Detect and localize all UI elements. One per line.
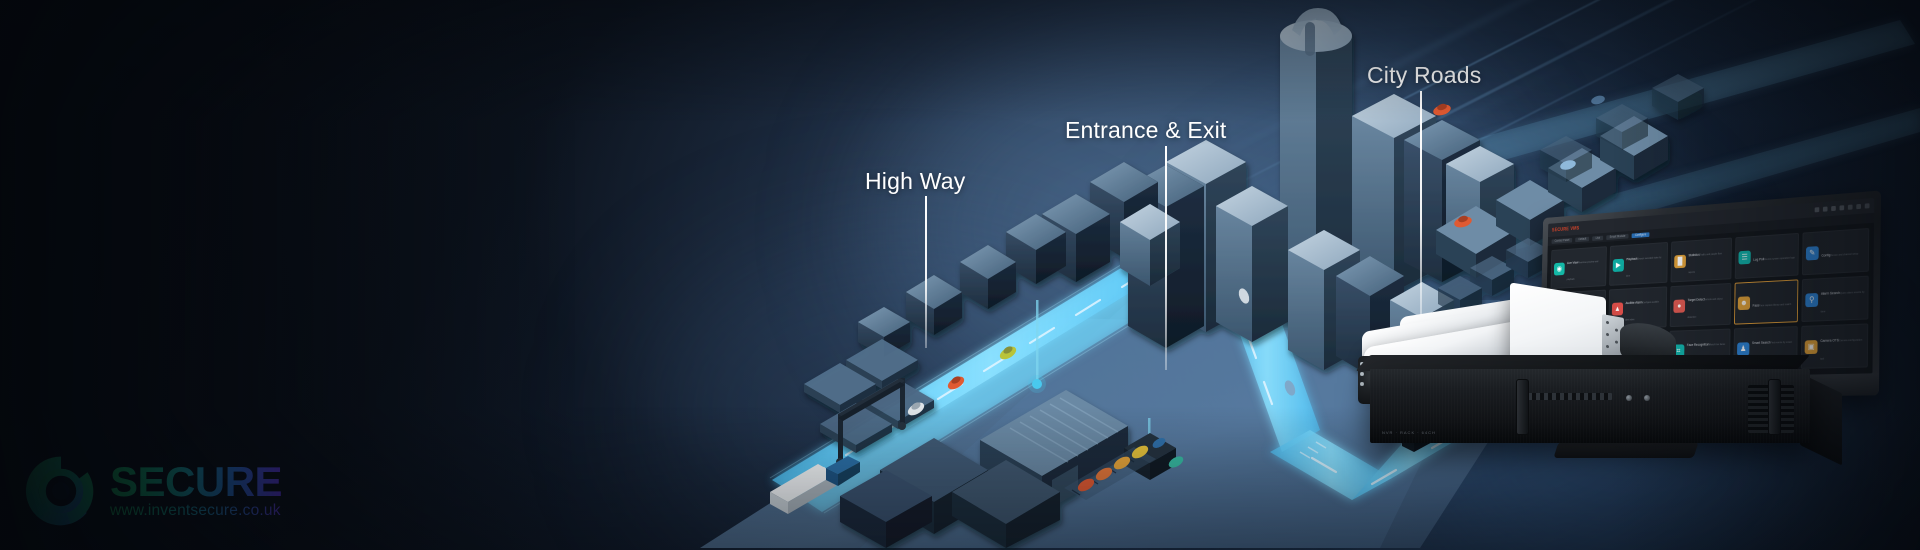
filter-chip-smart-module[interactable]: Smart Module: [1606, 233, 1629, 240]
vms-tile-live-view[interactable]: ◉Live ViewReal-time preview and playback: [1550, 246, 1607, 290]
search-icon: ⚲: [1805, 292, 1819, 308]
gear-icon[interactable]: [1839, 205, 1845, 211]
callout-label-high-way: High Way: [865, 168, 966, 194]
vms-tile-title: Smart Search: [1752, 340, 1771, 346]
mount-hole-icon: [1615, 328, 1618, 332]
nvr-rack-handle[interactable]: [1768, 379, 1781, 435]
vms-tile-camera-ots[interactable]: ▣Camera OTSCamera configuration tool: [1800, 323, 1869, 369]
vms-tile-log-poll[interactable]: ☰Log PollReview system operation logs: [1734, 232, 1799, 279]
vms-tile-title: Statistics: [1688, 252, 1700, 258]
vms-tile-text: Live ViewReal-time preview and playback: [1567, 250, 1604, 285]
vms-tile-text: FaceFace capture library and match: [1753, 292, 1795, 311]
mount-hole-icon: [1606, 332, 1609, 337]
vms-tile-playback[interactable]: ▶PlaybackSearch recorded video by time: [1609, 241, 1669, 286]
logo-text-group: SECURE www.inventsecure.co.uk: [110, 458, 283, 520]
vms-tile-text: Alarm SearchQuery alarm events by time: [1821, 280, 1865, 318]
vms-tile-text: StatisticsTraffic and people flow report…: [1688, 242, 1728, 278]
vms-tile-title: Config: [1821, 253, 1831, 258]
filter-chip-configure[interactable]: Configure: [1631, 231, 1650, 238]
logo-wordmark: SECURE: [110, 458, 283, 505]
maximize-icon[interactable]: [1856, 203, 1862, 210]
face-icon: ☻: [1737, 296, 1751, 311]
brand-logo[interactable]: SECURE www.inventsecure.co.uk: [22, 448, 322, 534]
callout-leader-high-way: [925, 196, 927, 348]
minimize-icon[interactable]: [1847, 204, 1853, 210]
vms-tile-statistics[interactable]: █StatisticsTraffic and people flow repor…: [1670, 237, 1732, 283]
mount-hole-icon: [1606, 320, 1609, 325]
vms-tile-title: Camera OTS: [1820, 338, 1839, 343]
mount-hole-icon: [1615, 340, 1618, 344]
vms-tile-config[interactable]: ✎ConfigDevice and channel setup: [1802, 227, 1870, 276]
vms-tile-title: Playback: [1626, 256, 1638, 262]
nvr-drive-bay: [1520, 393, 1612, 400]
vms-tile-title: Alarm Search: [1820, 290, 1840, 296]
close-icon[interactable]: [1864, 203, 1870, 209]
logo-url[interactable]: www.inventsecure.co.uk: [110, 502, 281, 519]
menu-icon[interactable]: [1831, 205, 1836, 212]
vms-tile-description: Face capture library and match: [1759, 303, 1792, 308]
vms-tile-face[interactable]: ☻FaceFace capture library and match: [1734, 279, 1799, 325]
vms-tile-title: Live View: [1567, 260, 1579, 265]
mount-hole-icon: [1606, 344, 1609, 349]
list-icon: ☰: [1738, 250, 1751, 265]
nvr-rack-handle[interactable]: [1516, 379, 1529, 435]
power-led-icon[interactable]: [1626, 395, 1632, 401]
bell-icon[interactable]: [1814, 207, 1820, 213]
ir-led-icon: [1360, 382, 1364, 386]
callout-leader-entrance-exit: [1165, 146, 1167, 370]
play-icon: ▶: [1612, 258, 1625, 273]
ir-led-icon: [1360, 372, 1364, 376]
network-video-recorder: NVR · RACK · 64CH: [1355, 355, 1842, 467]
secure-swirl-icon: [25, 456, 94, 526]
filter-chip-live[interactable]: Live: [1592, 235, 1604, 241]
vms-tile-text: ConfigDevice and channel setup: [1821, 241, 1865, 261]
edit-icon: ✎: [1805, 246, 1819, 261]
brushed-metal-texture: [1370, 369, 1810, 443]
nvr-model-label: NVR · RACK · 64CH: [1382, 430, 1436, 435]
vms-tile-description: Review system operation logs: [1764, 256, 1795, 262]
vms-tile-text: PlaybackSearch recorded video by time: [1626, 246, 1665, 281]
person-icon: ♟: [1737, 342, 1750, 356]
vms-tile-title: Log Poll: [1753, 257, 1765, 262]
eye-icon: ◉: [1553, 262, 1565, 276]
vms-tile-description: Device and channel setup: [1830, 252, 1859, 258]
chart-icon: █: [1674, 254, 1686, 269]
callout-label-city-roads: City Roads: [1367, 62, 1482, 88]
nvr-front-panel: NVR · RACK · 64CH: [1370, 369, 1810, 443]
status-led-icon[interactable]: [1644, 395, 1650, 401]
vms-tile-alarm-search[interactable]: ⚲Alarm SearchQuery alarm events by time: [1801, 275, 1869, 323]
callout-label-entrance-exit: Entrance & Exit: [1065, 117, 1227, 143]
vms-tile-text: Camera OTSCamera configuration tool: [1820, 328, 1864, 365]
breadcrumb: Control Panel: [1551, 237, 1573, 244]
filter-chip-default[interactable]: Default: [1575, 236, 1590, 242]
logo-mark-icon: [22, 452, 100, 530]
vms-brand-label: SECURE VMS: [1551, 225, 1580, 233]
camera-icon: ▣: [1804, 340, 1818, 355]
help-icon[interactable]: [1822, 206, 1828, 212]
surveillance-hardware-group: SECURE VMS Control Panel Default Live Sm…: [1355, 190, 1920, 550]
vms-tile-text: Log PollReview system operation logs: [1753, 246, 1795, 266]
